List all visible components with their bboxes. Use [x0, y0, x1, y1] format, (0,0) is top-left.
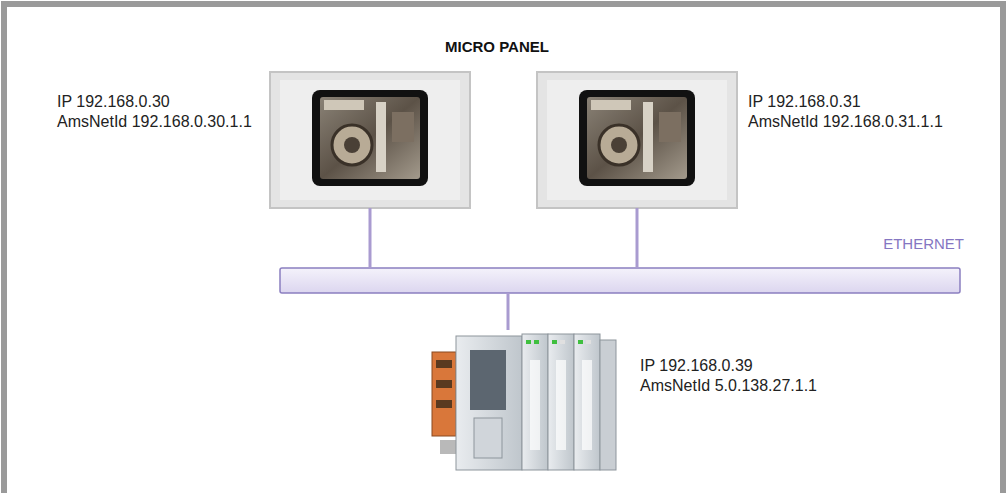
diagram-title: MICRO PANEL — [445, 38, 549, 55]
panel-illustration — [270, 72, 470, 208]
node-address: AmsNetId 192.168.0.31.1.1 — [748, 112, 943, 132]
page-frame — [4, 4, 1003, 493]
plc-illustration — [432, 334, 616, 470]
node-heading: IP 192.168.0.31 — [748, 92, 943, 112]
ethernet-bus — [280, 268, 960, 293]
network-cable — [507, 293, 510, 330]
node-heading: IP 192.168.0.39 — [640, 356, 817, 376]
network-cable — [369, 208, 372, 268]
plc-controller: IP 192.168.0.39AmsNetId 5.0.138.27.1.1 — [428, 330, 620, 476]
node-heading: ETHERNET — [883, 234, 964, 254]
micro-panel: IP 192.168.0.30AmsNetId 192.168.0.30.1.1 — [270, 72, 470, 208]
node-label-group: IP 192.168.0.31AmsNetId 192.168.0.31.1.1 — [748, 92, 943, 132]
node-address: AmsNetId 192.168.0.30.1.1 — [57, 112, 252, 132]
panel-illustration — [537, 72, 737, 208]
node-heading: IP 192.168.0.30 — [57, 92, 252, 112]
ethernet-bus: ETHERNET — [280, 268, 960, 293]
node-address: AmsNetId 5.0.138.27.1.1 — [640, 376, 817, 396]
node-label-group: IP 192.168.0.30AmsNetId 192.168.0.30.1.1 — [57, 92, 252, 132]
node-label-group: IP 192.168.0.39AmsNetId 5.0.138.27.1.1 — [640, 356, 817, 396]
micro-panel: IP 192.168.0.31AmsNetId 192.168.0.31.1.1 — [537, 72, 737, 208]
network-cable — [636, 208, 639, 268]
node-label-group: ETHERNET — [883, 234, 964, 254]
